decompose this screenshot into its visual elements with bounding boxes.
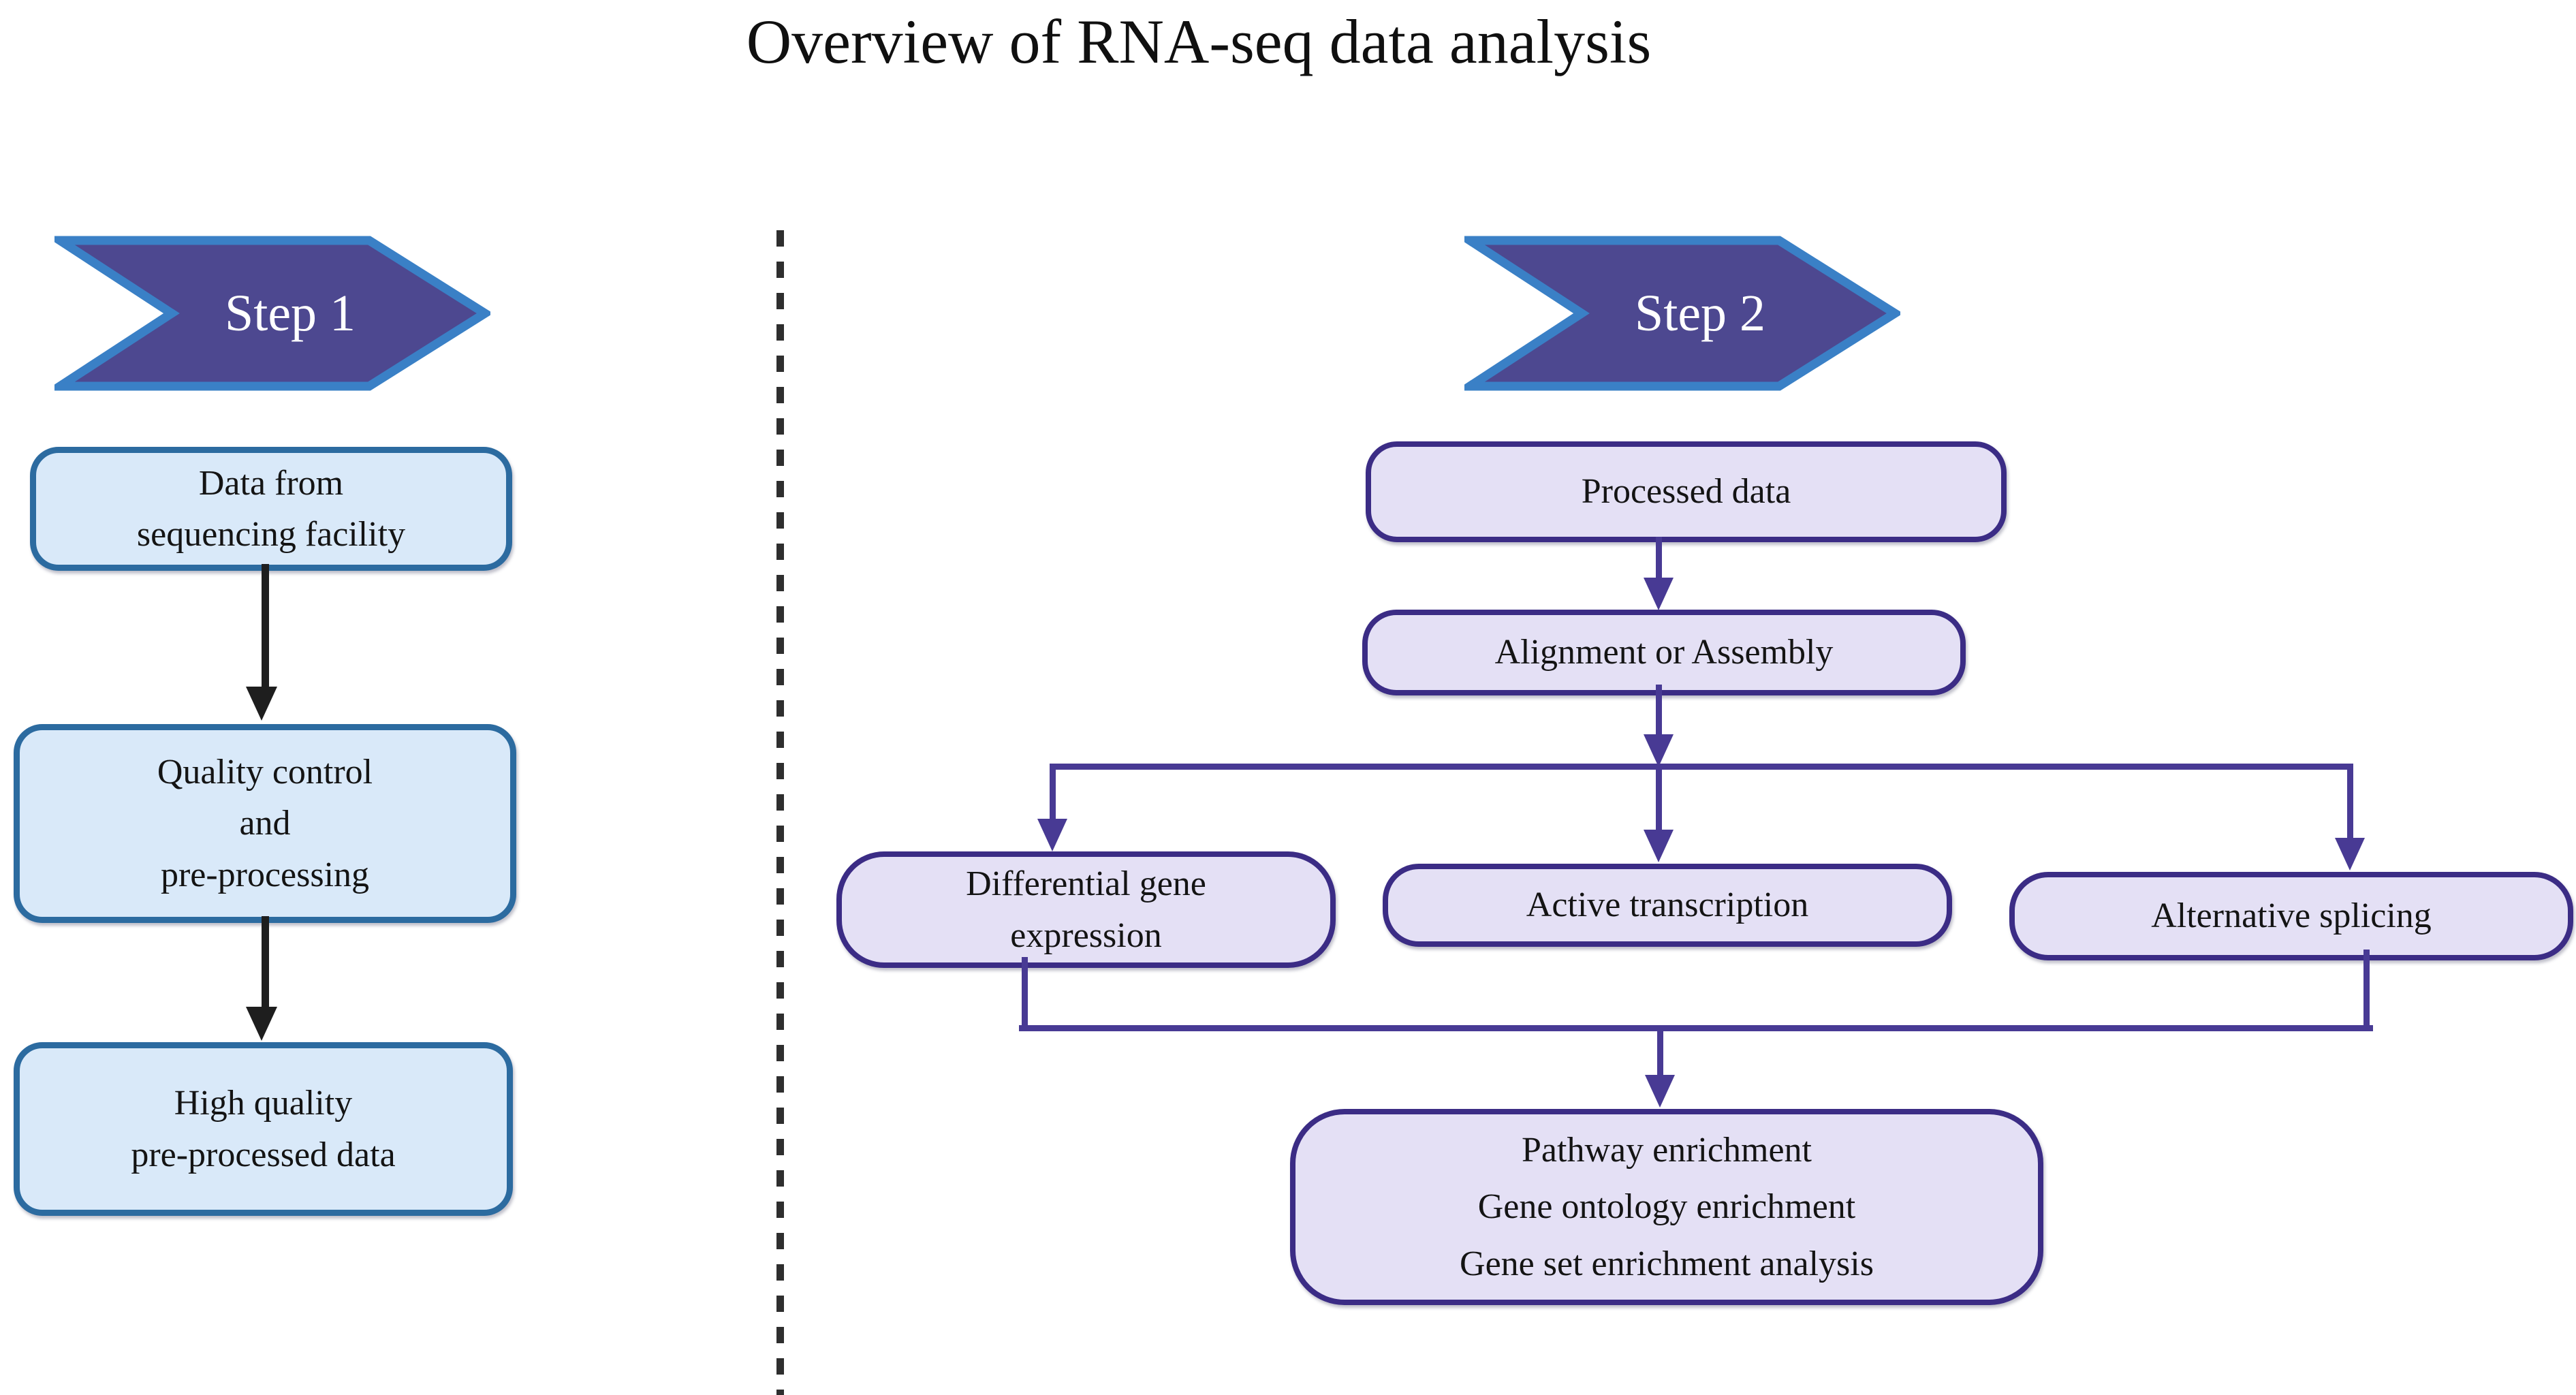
merge-right-line [2363, 950, 2370, 1028]
node-line: pre-processed data [131, 1135, 396, 1174]
node-line: Differential gene [966, 864, 1206, 904]
node-active-transcription: Active transcription [1383, 864, 1952, 947]
node-line: Quality control [157, 752, 373, 791]
merge-stem-line [1657, 1031, 1663, 1075]
branch-horizontal-line [1050, 764, 2353, 770]
step2-banner-label: Step 2 [1634, 284, 1766, 342]
branch-left-line [1050, 770, 1056, 819]
branch-stem-line [1656, 685, 1662, 736]
step2-arrow-1-line [1656, 537, 1662, 579]
node-alternative-splicing: Alternative splicing [2009, 872, 2573, 960]
branch-middle-line [1656, 770, 1662, 830]
step1-banner-label: Step 1 [224, 284, 356, 342]
step2-banner: Step 2 [1464, 235, 1900, 392]
step1-arrow-1-head-icon [246, 687, 277, 721]
node-line: Pathway enrichment [1522, 1131, 1812, 1170]
node-line: expression [1010, 915, 1162, 955]
node-line: Active transcription [1526, 885, 1809, 925]
node-line: pre-processing [160, 855, 370, 894]
step1-arrow-1-line [262, 564, 269, 688]
branch-left-head-icon [1037, 819, 1067, 851]
step1-chevron-arrow-icon [54, 236, 490, 391]
step2-chevron-arrow-icon [1464, 236, 1900, 391]
node-processed-data: Processed data [1366, 441, 2007, 542]
node-line: Data from [198, 463, 344, 503]
node-line: Processed data [1581, 472, 1791, 512]
merge-stem-head-icon [1645, 1075, 1675, 1108]
branch-stem-head-icon [1644, 734, 1674, 767]
node-line: Gene set enrichment analysis [1460, 1244, 1874, 1283]
node-data-from-sequencing-facility: Data from sequencing facility [30, 447, 512, 571]
branch-right-head-icon [2335, 838, 2365, 871]
node-line: and [239, 804, 291, 843]
node-line: Alternative splicing [2151, 896, 2432, 936]
branch-middle-head-icon [1644, 830, 1674, 862]
node-line: sequencing facility [136, 515, 406, 554]
step1-banner: Step 1 [54, 235, 490, 392]
node-alignment-or-assembly: Alignment or Assembly [1362, 610, 1966, 695]
node-line: Alignment or Assembly [1494, 633, 1834, 672]
branch-right-line [2347, 770, 2353, 838]
node-high-quality-preprocessed-data: High quality pre-processed data [14, 1042, 513, 1216]
step1-arrow-2-line [262, 916, 269, 1008]
node-line: Gene ontology enrichment [1477, 1187, 1856, 1227]
dashed-divider-line [776, 230, 784, 1395]
step2-arrow-1-head-icon [1644, 578, 1674, 610]
diagram-title: Overview of RNA-seq data analysis [746, 7, 1652, 76]
merge-horizontal-line [1019, 1025, 2373, 1031]
node-line: High quality [174, 1084, 353, 1123]
node-differential-gene-expression: Differential gene expression [836, 851, 1336, 968]
merge-left-line [1022, 957, 1028, 1028]
node-quality-control-preprocessing: Quality control and pre-processing [14, 724, 516, 923]
step1-arrow-2-head-icon [246, 1007, 277, 1041]
node-enrichment-analysis: Pathway enrichment Gene ontology enrichm… [1290, 1109, 2043, 1305]
